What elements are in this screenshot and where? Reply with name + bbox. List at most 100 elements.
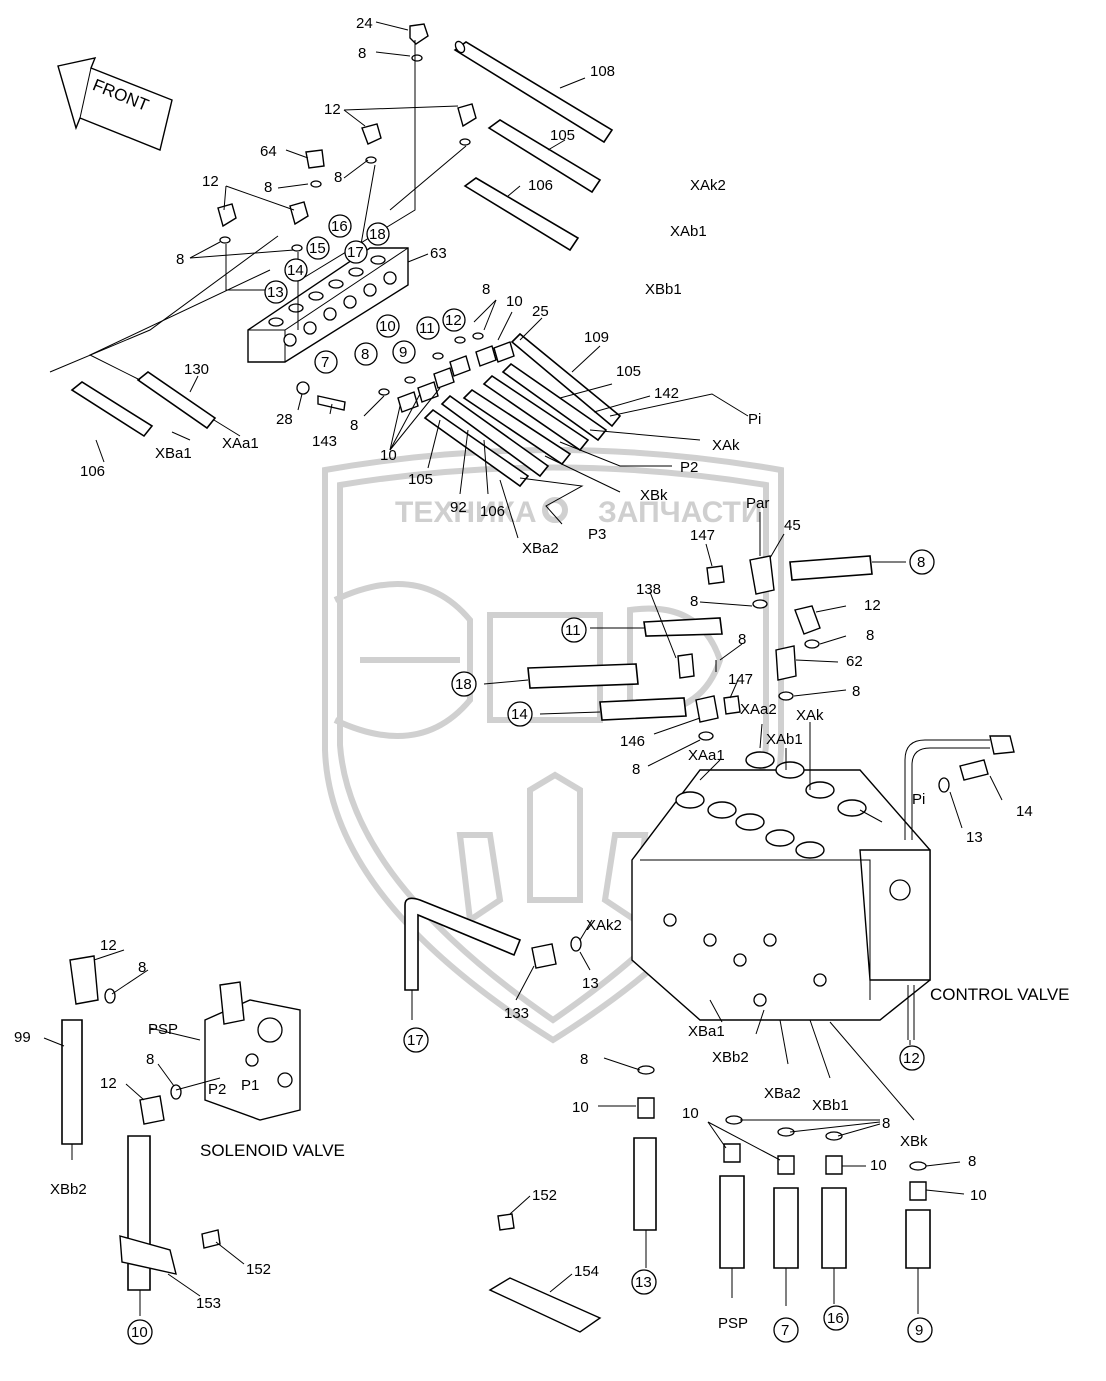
solenoid-valve-caption: SOLENOID VALVE [200,1141,345,1160]
circled-ref: 10 [379,318,396,335]
circled-ref: 12 [445,312,462,329]
part-number: 8 [146,1051,154,1068]
port-xak2-top: XAk2 [690,177,726,194]
part-number: 8 [334,169,342,186]
hoses-left [70,371,217,438]
middle-fittings [527,555,873,741]
circled-ref: 16 [827,1310,844,1327]
port-p1-sol: P1 [241,1077,259,1094]
circled-ref: 12 [903,1050,920,1067]
part-number: 12 [100,937,117,954]
part-number: 8 [866,627,874,644]
part-number: 10 [682,1105,699,1122]
part-number: 106 [480,503,505,520]
circled-ref: 9 [399,344,407,361]
part-number: 14 [1016,803,1033,820]
part-number: 10 [970,1187,987,1204]
circled-ref: 10 [131,1324,148,1341]
part-numbers: 24 8 108 12 105 8 64 8 106 12 8 63 8 10 … [14,15,1033,1312]
part-number: 8 [176,251,184,268]
part-number: 8 [968,1153,976,1170]
part-number: 106 [528,177,553,194]
part-number: 8 [358,45,366,62]
port-xak-mid: XAk [712,437,740,454]
part-number: 64 [260,143,277,160]
circled-ref: 7 [781,1322,789,1339]
part-number: 108 [590,63,615,80]
part-number: 24 [356,15,373,32]
port-xab1-top: XAb1 [670,223,707,240]
part-number: 142 [654,385,679,402]
part-number: 105 [408,471,433,488]
part-number: 12 [864,597,881,614]
circled-ref: 13 [635,1274,652,1291]
watermark-right-text: ЗАПЧАСТИ [598,496,762,529]
part-number: 12 [202,173,219,190]
part-number: 138 [636,581,661,598]
circled-ref: 7 [321,354,329,371]
port-p2-sol: P2 [208,1081,226,1098]
port-xbk-bot: XBk [900,1133,928,1150]
manifold-block-63 [247,247,409,411]
port-xaa2: XAa2 [740,701,777,718]
part-number: 62 [846,653,863,670]
port-xba2-bot: XBa2 [764,1085,801,1102]
circled-ref: 9 [915,1322,923,1339]
part-number: 8 [264,179,272,196]
port-psp-bottom: PSP [718,1315,748,1332]
control-valve [404,735,1015,1040]
part-number: 63 [430,245,447,262]
part-number: 10 [380,447,397,464]
part-number: 8 [482,281,490,298]
part-number: 13 [966,829,983,846]
part-number: 28 [276,411,293,428]
part-number: 13 [582,975,599,992]
circled-ref: 13 [267,284,284,301]
port-par: Par [746,495,769,512]
port-xbb2-sol: XBb2 [50,1181,87,1198]
port-xbb2-bot: XBb2 [712,1049,749,1066]
port-xbb1-bot: XBb1 [812,1097,849,1114]
solenoid-valve [61,955,301,1291]
part-number: 147 [728,671,753,688]
part-number: 105 [616,363,641,380]
part-number: 8 [690,593,698,610]
circled-ref: 11 [419,320,435,337]
port-xak-cv: XAk [796,707,824,724]
port-xaa1-cv: XAa1 [688,747,725,764]
part-number: 130 [184,361,209,378]
part-number: 45 [784,517,801,534]
port-psp-sol: PSP [148,1021,178,1038]
port-xab1-cv: XAb1 [766,731,803,748]
port-xba1-left: XBa1 [155,445,192,462]
part-number: 106 [80,463,105,480]
part-number: 146 [620,733,645,750]
port-xbk-mid: XBk [640,487,668,504]
circled-ref: 18 [455,676,472,693]
circled-ref: 18 [369,226,386,243]
part-number: 10 [572,1099,589,1116]
port-pi-top: Pi [748,411,761,428]
part-number: 92 [450,499,467,516]
port-p2-mid: P2 [680,459,698,476]
front-direction-arrow: FRONT [57,57,173,151]
part-number: 8 [632,761,640,778]
part-number: 152 [246,1261,271,1278]
part-number: 25 [532,303,549,320]
part-number: 12 [100,1075,117,1092]
port-xaa1-left: XAa1 [222,435,259,452]
hose-105-top [487,119,602,194]
hose-bundle-center [378,332,622,488]
port-labels: XAk2 XAb1 XBb1 XBa1 XAa1 Pi XAk P2 XBk P… [50,177,928,1332]
part-number: 99 [14,1029,31,1046]
part-number: 133 [504,1005,529,1022]
circled-ref: 16 [331,218,348,235]
part-number: 8 [882,1115,890,1132]
part-number: 12 [324,101,341,118]
part-number: 8 [852,683,860,700]
port-xak2-cv: XAk2 [586,917,622,934]
leader-lines [43,21,1003,1316]
part-number: 8 [350,417,358,434]
bottom-adapters [488,1065,931,1333]
